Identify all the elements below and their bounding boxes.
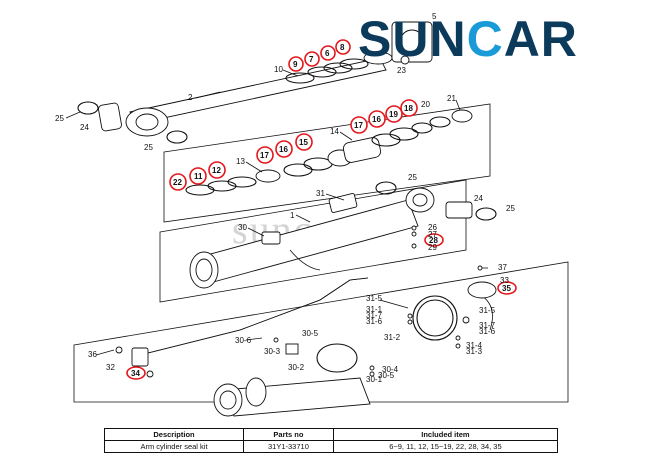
label-31-5b: 31-5 <box>479 306 496 315</box>
highlight-callouts <box>126 39 517 380</box>
label-23: 23 <box>397 66 406 75</box>
piston-rod <box>77 57 387 144</box>
label-30-1: 30-1 <box>366 375 383 384</box>
label-25c: 25 <box>408 173 417 182</box>
label-25a: 25 <box>55 114 64 123</box>
fitting-parts <box>407 265 497 349</box>
table-row: Arm cylinder seal kit 31Y1-33710 6~9, 11… <box>103 440 559 453</box>
label-14: 14 <box>330 127 339 136</box>
label-18: 18 <box>404 104 413 113</box>
panel-piping <box>73 261 569 403</box>
header-parts-no: Parts no <box>243 428 334 441</box>
label-20: 20 <box>421 100 430 109</box>
label-6: 6 <box>325 49 330 58</box>
label-17a: 17 <box>260 151 269 160</box>
label-35: 35 <box>502 284 511 293</box>
label-22: 22 <box>173 178 182 187</box>
label-31-5a: 31-5 <box>366 294 383 303</box>
leader-lines <box>65 69 488 356</box>
label-31-6b: 31-6 <box>479 327 496 336</box>
label-28: 28 <box>429 236 438 245</box>
label-19: 19 <box>389 110 398 119</box>
label-12: 12 <box>212 166 221 175</box>
label-31-6a: 31-6 <box>366 317 383 326</box>
label-24b: 24 <box>474 194 483 203</box>
hydraulic-pipe <box>115 277 493 378</box>
bushing-and-rings <box>375 181 497 249</box>
label-10: 10 <box>274 65 283 74</box>
label-25b: 25 <box>144 143 153 152</box>
label-30-6: 30-6 <box>235 336 252 345</box>
label-30: 30 <box>238 223 247 232</box>
label-15: 15 <box>299 138 308 147</box>
label-31-7b: 31-7 <box>479 321 496 330</box>
label-31: 31 <box>316 189 325 198</box>
cylinder-tube <box>189 187 435 289</box>
label-17b: 17 <box>354 121 363 130</box>
brand-logo: SUNCAR <box>358 11 578 67</box>
label-16a: 16 <box>279 145 288 154</box>
label-31-4: 31-4 <box>466 341 483 350</box>
label-27: 27 <box>428 230 437 239</box>
label-30-3: 30-3 <box>264 347 281 356</box>
label-26: 26 <box>428 223 437 232</box>
label-30-2: 30-2 <box>288 363 305 372</box>
label-37: 37 <box>498 263 507 272</box>
cell-included-item: 6~9, 11, 12, 15~19, 22, 28, 34, 35 <box>332 440 559 453</box>
label-9: 9 <box>293 60 298 69</box>
panel-tube <box>159 179 467 303</box>
label-31-1: 31-1 <box>366 305 383 314</box>
table-header-row: Description Parts no Included item <box>103 428 559 441</box>
label-21: 21 <box>447 94 456 103</box>
label-33: 33 <box>500 276 509 285</box>
label-2: 2 <box>188 93 193 102</box>
seal-rings <box>185 109 473 196</box>
label-30-5a: 30-5 <box>302 329 319 338</box>
cell-description: Arm cylinder seal kit <box>103 440 245 453</box>
label-16b: 16 <box>372 115 381 124</box>
cylinder-body-lower <box>213 377 371 417</box>
label-31-3: 31-3 <box>466 347 483 356</box>
cell-parts-no: 31Y1-33710 <box>243 440 334 453</box>
parts-table: Description Parts no Included item Arm c… <box>103 428 559 453</box>
header-description: Description <box>103 428 245 441</box>
header-included-item: Included item <box>332 428 559 441</box>
rod-cover <box>285 21 433 84</box>
label-31-2: 31-2 <box>384 333 401 342</box>
label-11: 11 <box>194 172 203 181</box>
label-36: 36 <box>88 350 97 359</box>
label-25d: 25 <box>506 204 515 213</box>
label-29: 29 <box>428 243 437 252</box>
label-30-5b: 30-5 <box>378 371 395 380</box>
label-13: 13 <box>236 157 245 166</box>
label-31-7a: 31-7 <box>366 311 383 320</box>
label-7: 7 <box>309 55 314 64</box>
label-24a: 24 <box>80 123 89 132</box>
label-8: 8 <box>340 43 345 52</box>
label-32: 32 <box>106 363 115 372</box>
label-34: 34 <box>131 369 140 378</box>
label-1: 1 <box>290 211 295 220</box>
label-5: 5 <box>432 12 437 21</box>
label-30-4: 30-4 <box>382 365 399 374</box>
